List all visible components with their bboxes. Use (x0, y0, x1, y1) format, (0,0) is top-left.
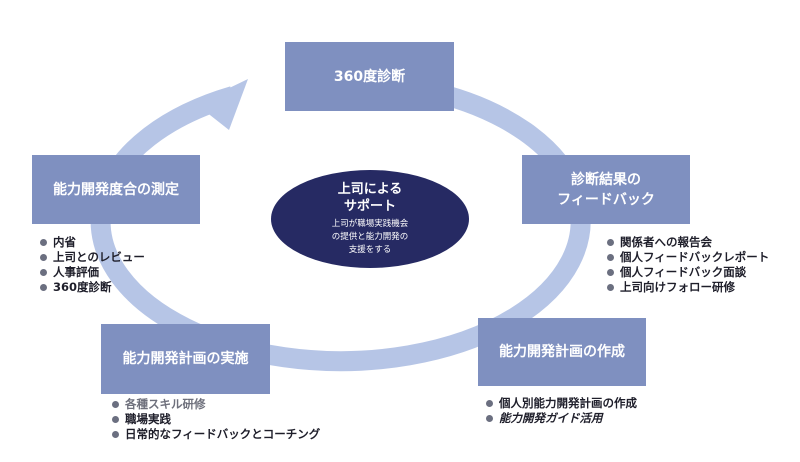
step-box-360-diagnosis: 360度診断 (285, 42, 454, 111)
step-label-feedback: 診断結果の フィードバック (557, 171, 655, 208)
step-box-feedback: 診断結果の フィードバック (522, 155, 690, 224)
list-item: 上司とのレビュー (38, 250, 145, 265)
list-item: 個人フィードバック面談 (605, 265, 769, 280)
arrow-head-icon (196, 79, 248, 130)
list-item: 能力開発ガイド活用 (484, 411, 637, 426)
step-box-plan-creation: 能力開発計画の作成 (478, 318, 646, 386)
list-item: 日常的なフィードバックとコーチング (110, 427, 320, 442)
step-label-plan-implementation: 能力開発計画の実施 (122, 351, 249, 367)
measurement-list: 内省 上司とのレビュー 人事評価 360度診断 (38, 235, 145, 295)
list-item: 各種スキル研修 (110, 397, 320, 412)
list-item: 関係者への報告会 (605, 235, 769, 250)
list-item: 内省 (38, 235, 145, 250)
step-box-measurement: 能力開発度合の測定 (32, 155, 200, 224)
list-item: 人事評価 (38, 265, 145, 280)
step-label-plan-creation: 能力開発計画の作成 (499, 344, 625, 360)
list-item: 職場実践 (110, 412, 320, 427)
list-item: 360度診断 (38, 280, 145, 295)
center-support-ellipse: 上司による サポート 上司が職場実践機会 の提供と能力開発の 支援をする (271, 170, 469, 268)
step-box-plan-implementation: 能力開発計画の実施 (101, 324, 270, 394)
step-label-measurement: 能力開発度合の測定 (53, 181, 179, 198)
list-item: 個人別能力開発計画の作成 (484, 396, 637, 411)
list-item: 個人フィードバックレポート (605, 250, 769, 265)
center-body: 上司が職場実践機会 の提供と能力開発の 支援をする (331, 219, 409, 255)
plan-implementation-list: 各種スキル研修 職場実践 日常的なフィードバックとコーチング (110, 397, 320, 442)
list-item: 上司向けフォロー研修 (605, 280, 769, 295)
feedback-list: 関係者への報告会 個人フィードバックレポート 個人フィードバック面談 上司向けフ… (605, 235, 769, 295)
plan-creation-list: 個人別能力開発計画の作成 能力開発ガイド活用 (484, 396, 637, 426)
step-label-360-diagnosis: 360度診断 (333, 68, 406, 85)
center-title: 上司による サポート (337, 182, 403, 214)
